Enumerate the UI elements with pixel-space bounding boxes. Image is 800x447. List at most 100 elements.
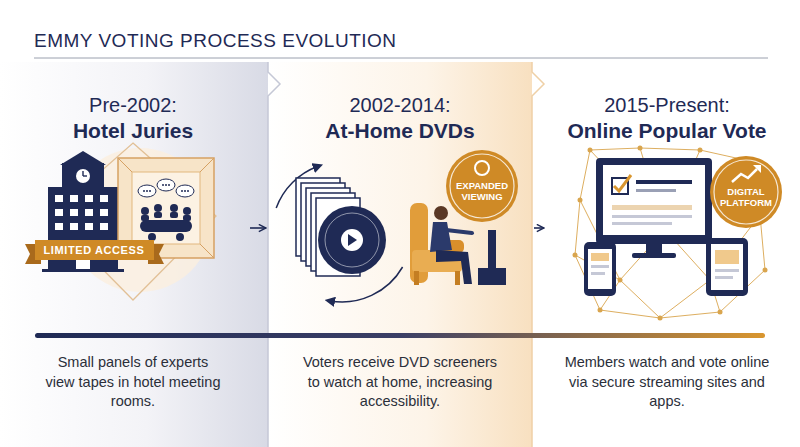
network-lines xyxy=(658,316,663,321)
phone xyxy=(591,272,605,275)
speech-bubbles xyxy=(162,184,164,186)
network-lines xyxy=(573,253,578,258)
hotel-building xyxy=(76,169,90,183)
hotel-building xyxy=(62,163,104,188)
jury-people xyxy=(183,207,191,215)
network-lines xyxy=(598,308,603,313)
era-date: Pre-2002: xyxy=(13,93,253,117)
ribbon-body xyxy=(35,240,154,260)
meeting-room xyxy=(118,158,132,172)
era-name: Online Popular Vote xyxy=(547,118,787,144)
era-arrow xyxy=(250,227,266,229)
speech-bubbles xyxy=(184,190,186,192)
badge-ring xyxy=(714,160,778,224)
panel-background xyxy=(0,62,268,447)
armchair-viewer xyxy=(436,250,472,284)
television xyxy=(488,230,496,270)
network-lines xyxy=(575,200,580,255)
badge-icon xyxy=(753,165,761,173)
network-lines xyxy=(638,146,643,151)
badge-icon xyxy=(732,169,757,182)
network-lines xyxy=(640,148,700,150)
speech-bubbles xyxy=(149,190,151,192)
network-lines xyxy=(620,280,660,318)
jury-people xyxy=(170,204,178,212)
network-lines xyxy=(600,310,660,318)
armchair-viewer xyxy=(446,230,472,233)
armchair-viewer xyxy=(430,222,452,252)
era-panel: 2015-Present:Online Popular VoteMembers … xyxy=(546,62,800,447)
badge-label: EXPANDED VIEWING xyxy=(452,180,512,202)
era-name: At-Home DVDs xyxy=(280,118,520,144)
panel-background xyxy=(0,62,532,447)
badge-circle: DIGITAL PLATFORM xyxy=(710,156,782,228)
chevron-divider xyxy=(532,62,544,447)
speech-bubbles xyxy=(187,190,189,192)
network-lines xyxy=(590,148,640,150)
speech-bubbles xyxy=(176,185,194,197)
network-lines xyxy=(618,278,623,283)
monitor xyxy=(636,189,676,192)
meeting-room xyxy=(132,172,200,244)
access-ribbon: LIMITED ACCESS xyxy=(35,240,154,260)
jury-people xyxy=(154,204,162,212)
network-lines xyxy=(660,312,720,318)
monitor xyxy=(636,180,692,184)
dvd-disc xyxy=(318,206,386,274)
monitor xyxy=(596,158,712,244)
dvd-disc xyxy=(318,206,386,274)
hotel-building xyxy=(82,171,83,176)
meeting-room xyxy=(200,244,214,258)
phone xyxy=(584,242,616,296)
speech-bubbles xyxy=(143,184,189,192)
badge-disc xyxy=(710,156,782,228)
hotel-building xyxy=(60,151,106,165)
hotel-building xyxy=(83,175,87,176)
tablet xyxy=(715,276,733,279)
timeline-bar xyxy=(35,333,765,338)
armchair-viewer xyxy=(414,271,419,285)
badge-label: DIGITAL PLATFORM xyxy=(716,186,776,208)
cycle-arrows xyxy=(276,166,402,302)
era-date: 2002-2014: xyxy=(280,93,520,117)
speech-bubbles xyxy=(165,184,167,186)
badge-icon xyxy=(475,161,489,175)
dvd-disc xyxy=(341,229,363,251)
speech-bubbles xyxy=(181,190,183,192)
jury-people xyxy=(170,212,178,218)
era-description: Voters receive DVD screeners to watch at… xyxy=(298,353,503,412)
jury-diamond xyxy=(50,143,216,300)
badge-circle: EXPANDED VIEWING xyxy=(446,150,518,222)
title-rule xyxy=(34,58,768,59)
chevron-divider xyxy=(268,62,280,447)
jury-people xyxy=(176,233,184,241)
badge-label: LIMITED ACCESS xyxy=(44,244,145,257)
monitor xyxy=(614,175,631,191)
era-date: 2015-Present: xyxy=(547,93,787,117)
badge-disc xyxy=(446,150,518,222)
speech-bubbles xyxy=(138,179,194,197)
speech-bubbles xyxy=(146,190,148,192)
speech-bubbles xyxy=(138,185,156,197)
jury-people xyxy=(141,207,149,215)
network-lines xyxy=(763,268,768,273)
hotel-building xyxy=(76,260,90,270)
hotel-building xyxy=(55,195,115,235)
phone xyxy=(584,242,616,296)
chevron-divider xyxy=(268,62,544,447)
television xyxy=(478,230,506,285)
badge-ring xyxy=(450,154,514,218)
speech-bubbles xyxy=(143,190,145,192)
hotel-building xyxy=(42,269,124,272)
meeting-room xyxy=(200,158,214,172)
tablet xyxy=(715,250,739,264)
era-name: Hotel Juries xyxy=(13,118,253,144)
phone xyxy=(588,249,612,289)
network-lines xyxy=(698,148,703,153)
monitor xyxy=(612,222,672,225)
era-description: Small panels of experts view tapes in ho… xyxy=(44,353,222,412)
television xyxy=(478,268,506,285)
jury-people xyxy=(148,233,156,241)
armchair-viewer xyxy=(434,206,448,220)
era-arrow xyxy=(534,227,544,229)
